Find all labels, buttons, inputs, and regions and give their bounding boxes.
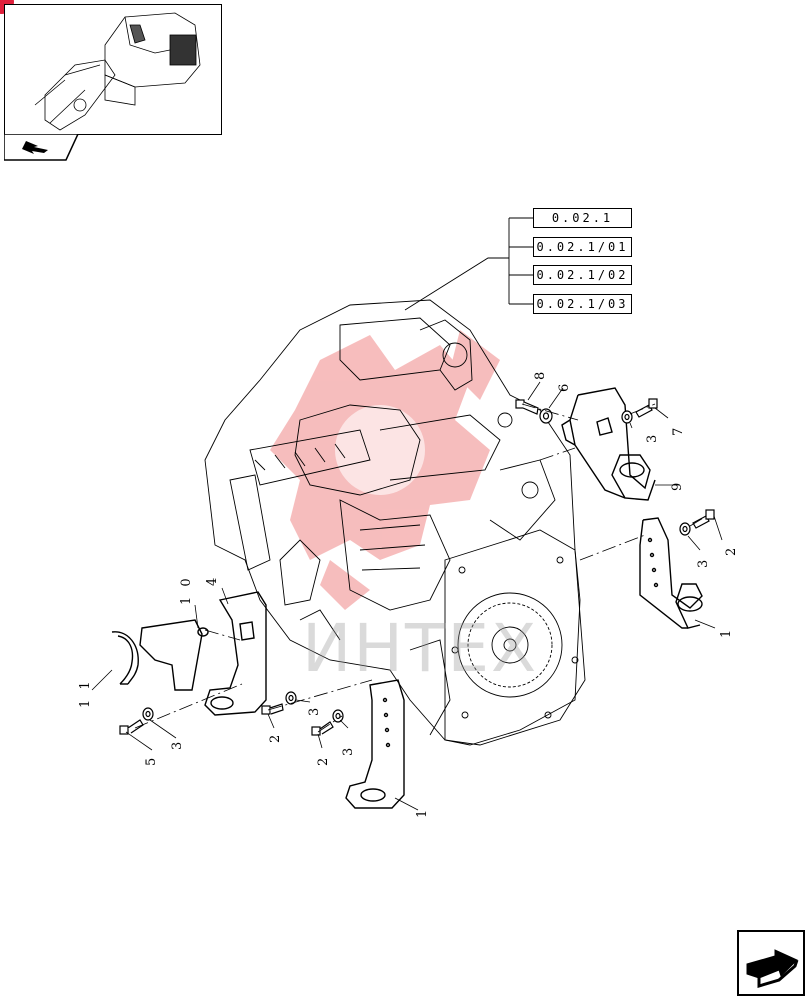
callout-1-right[interactable]: 1 — [719, 626, 734, 638]
callout-2-middle[interactable]: 2 — [268, 731, 283, 743]
part-3-washer-left — [142, 707, 154, 721]
next-page-icon[interactable] — [737, 930, 805, 996]
callout-9[interactable]: 9 — [670, 479, 685, 491]
part-4-bracket-left — [204, 591, 267, 716]
callout-2-right[interactable]: 2 — [724, 544, 739, 556]
reference-bracket-lines — [404, 217, 533, 311]
callout-2-lower[interactable]: 2 — [316, 754, 331, 766]
callout-4[interactable]: 4 — [205, 574, 220, 586]
part-6-washer — [539, 408, 553, 424]
reference-box-1[interactable]: 0.02.1 — [533, 208, 632, 228]
part-7-bolt — [635, 398, 658, 418]
part-1-bracket-lower — [345, 679, 405, 809]
part-3-washer-middle — [285, 691, 297, 705]
thumbnail-arrow-tab[interactable] — [4, 134, 79, 162]
callout-3-middle[interactable]: 3 — [307, 704, 322, 716]
part-10-plate — [139, 619, 209, 691]
watermark-text: ИНТЕХ — [302, 610, 539, 687]
callout-leader-lines — [91, 381, 723, 811]
callout-7[interactable]: 7 — [671, 424, 686, 436]
callout-10[interactable]: 1 0 — [179, 575, 194, 605]
reference-box-2[interactable]: 0.02.1/01 — [533, 237, 632, 257]
callout-5[interactable]: 5 — [144, 754, 159, 766]
part-5-bolt — [119, 719, 144, 735]
part-3-washer-upper — [621, 410, 633, 424]
callout-8[interactable]: 8 — [533, 368, 548, 380]
reference-box-3[interactable]: 0.02.1/02 — [533, 265, 632, 285]
overview-thumbnail[interactable] — [4, 4, 222, 135]
part-3-washer-right — [679, 522, 691, 536]
part-9-bracket — [561, 387, 656, 501]
callout-1-lower[interactable]: 1 — [415, 806, 430, 818]
part-1-bracket-right — [639, 517, 703, 629]
part-2-bolt-right — [692, 509, 715, 529]
part-2-bolt-lower — [311, 721, 334, 736]
part-8-bolt — [515, 399, 539, 415]
watermark-logo — [270, 330, 500, 610]
flywheel-housing — [444, 529, 586, 746]
assembly-centerlines — [134, 403, 706, 733]
tractor-overview-icon — [34, 12, 201, 131]
reference-box-4[interactable]: 0.02.1/03 — [533, 294, 632, 314]
callout-3-left[interactable]: 3 — [170, 738, 185, 750]
callout-11[interactable]: 1 1 — [78, 678, 93, 708]
callout-6[interactable]: 6 — [557, 380, 572, 392]
callout-3-right[interactable]: 3 — [696, 556, 711, 568]
callout-3-lower[interactable]: 3 — [341, 744, 356, 756]
part-11-shield — [111, 631, 139, 685]
arrow-icon — [22, 141, 48, 154]
callout-3-upper[interactable]: 3 — [645, 431, 660, 443]
